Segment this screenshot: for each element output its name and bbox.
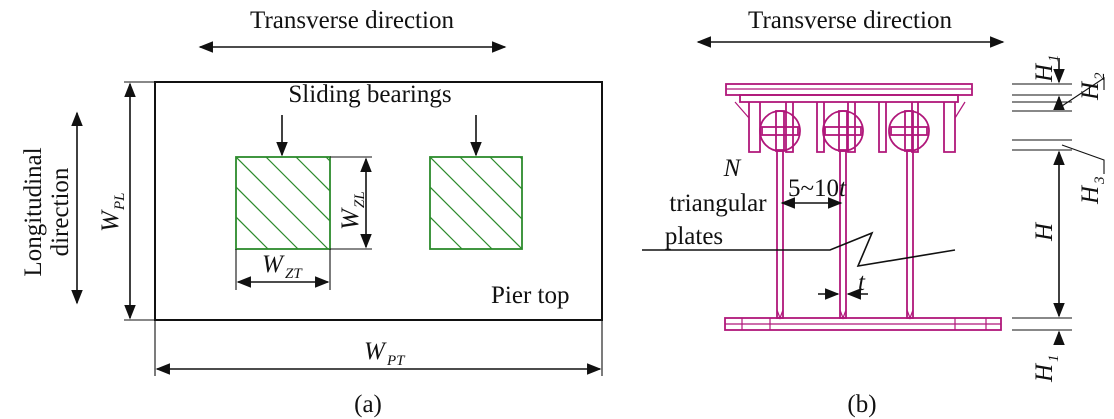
pier-top-label: Pier top: [491, 282, 569, 309]
svg-text:W: W: [337, 207, 364, 230]
svg-text:H: H: [1077, 80, 1104, 101]
svg-text:1: 1: [1046, 55, 1062, 63]
caption-a: (a): [354, 391, 382, 418]
h1-bottom-label: H 1: [1031, 355, 1062, 384]
h1-top-label: H 1: [1031, 55, 1062, 84]
plates-label: plates: [665, 223, 723, 250]
spacing-label: 5~10t: [788, 175, 847, 202]
svg-text:2: 2: [1092, 72, 1108, 80]
svg-text:PL: PL: [112, 192, 128, 211]
svg-text:W: W: [97, 209, 124, 232]
svg-text:PT: PT: [386, 353, 406, 369]
caption-b: (b): [847, 391, 876, 418]
svg-text:W: W: [262, 251, 285, 278]
h3-label: H 3: [1077, 177, 1108, 206]
roller-left: [759, 110, 801, 152]
svg-text:H: H: [1077, 184, 1104, 205]
panel-b: Transverse direction: [642, 7, 1108, 418]
roller-middle: [822, 110, 864, 152]
hatch-right: [430, 157, 522, 249]
svg-text:W: W: [364, 338, 387, 365]
wpl-label: W PL: [97, 192, 128, 232]
svg-text:ZT: ZT: [285, 266, 303, 282]
n-label: N: [723, 155, 742, 182]
pier-top-outline: [154, 81, 603, 321]
svg-text:H: H: [1031, 362, 1058, 383]
longitudinal-label-line2: direction: [47, 167, 74, 256]
svg-text:3: 3: [1092, 177, 1108, 186]
sliding-bearing-left: [235, 156, 331, 250]
transverse-direction-label-b: Transverse direction: [748, 7, 952, 34]
svg-text:H: H: [1031, 62, 1058, 83]
break-line: [642, 231, 956, 268]
wzt-label: W ZT: [262, 251, 303, 282]
t-label: t: [858, 269, 866, 296]
top-plate: [725, 83, 973, 103]
svg-text:1: 1: [1046, 355, 1062, 363]
h-label: H: [1031, 221, 1058, 242]
longitudinal-label-line1: Longitudinal: [20, 147, 47, 276]
sliding-bearing-right: [429, 156, 523, 250]
roller-right: [888, 110, 930, 152]
hatch-left: [236, 157, 330, 249]
triangular-label: triangular: [669, 190, 767, 217]
h2-label: H 2: [1077, 72, 1108, 101]
sliding-bearings-label: Sliding bearings: [288, 81, 451, 108]
height-dimensions: [1012, 58, 1105, 345]
svg-text:H: H: [1031, 221, 1058, 242]
svg-text:ZL: ZL: [352, 191, 368, 208]
bottom-plate: [724, 317, 1002, 331]
wpt-label: W PT: [364, 338, 406, 369]
transverse-direction-label-a: Transverse direction: [250, 7, 454, 34]
wzl-label: W ZL: [337, 191, 368, 230]
panel-a: Transverse direction Longitudinal direct…: [20, 7, 603, 418]
